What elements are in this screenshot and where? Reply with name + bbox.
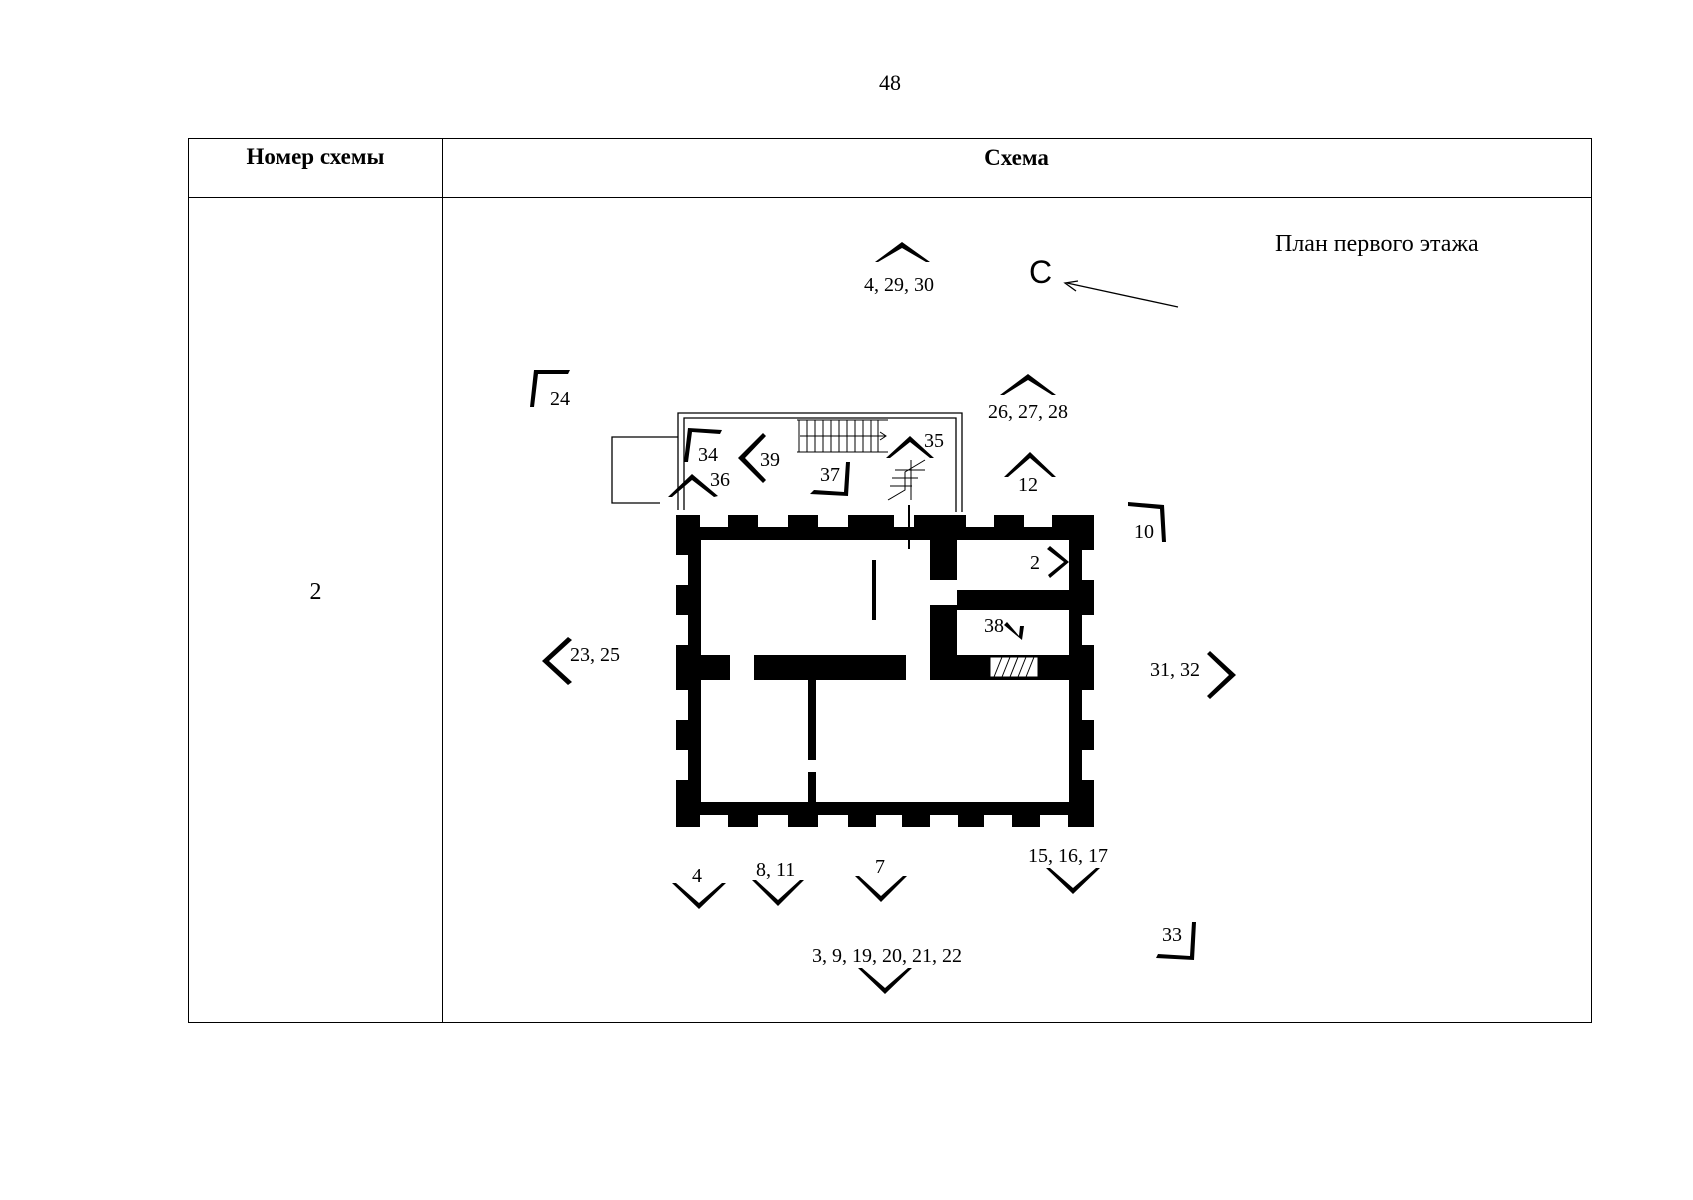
view-label-26-27-28: 26, 27, 28 (988, 401, 1068, 423)
scheme-table: Номер схемы Схема 2 План первого этажа (188, 138, 1592, 1023)
view-label-38: 38 (984, 615, 1004, 637)
view-label-36: 36 (710, 469, 730, 491)
view-label-12: 12 (1018, 474, 1038, 496)
view-corner-icon (684, 428, 722, 462)
table-column-divider (442, 139, 443, 1022)
view-arrow-right-icon (1047, 546, 1069, 578)
room-north-west (701, 540, 874, 655)
view-arrow-up-icon (875, 242, 930, 262)
plan-title: План первого этажа (1275, 231, 1479, 257)
view-arrow-up-icon (1004, 452, 1056, 477)
corridor (874, 540, 930, 655)
annex-outline (611, 412, 963, 512)
view-label-15-16-17: 15, 16, 17 (1028, 845, 1108, 867)
view-label-37: 37 (820, 464, 840, 486)
view-corner-icon (1128, 502, 1166, 542)
view-label-10: 10 (1134, 521, 1154, 543)
north-label: С (1029, 254, 1052, 290)
room-south-west (701, 680, 808, 802)
table-header-divider (189, 197, 1591, 198)
view-arrow-up-icon (668, 474, 718, 497)
view-label-4-29-30: 4, 29, 30 (864, 274, 934, 296)
view-arrow-down-icon (858, 968, 912, 994)
view-corner-icon (1156, 922, 1196, 960)
view-label-24: 24 (550, 388, 570, 410)
view-label-4-bottom: 4 (692, 865, 702, 887)
room-north-east-small (957, 540, 1069, 590)
view-label-31-32: 31, 32 (1150, 659, 1200, 681)
view-label-8-11: 8, 11 (756, 859, 795, 881)
view-label-35: 35 (924, 430, 944, 452)
view-label-7: 7 (875, 856, 885, 878)
view-corner-icon (1004, 622, 1024, 640)
north-arrowhead-icon (1063, 280, 1079, 292)
view-label-34: 34 (698, 444, 718, 466)
view-label-33: 33 (1162, 924, 1182, 946)
north-indicator: С (1029, 254, 1179, 308)
header-scheme: Схема (984, 145, 1049, 170)
row-scheme-number: 2 (309, 579, 322, 605)
view-corner-icon (810, 462, 850, 496)
view-arrow-right-icon (1207, 651, 1236, 699)
building-outline (676, 505, 1094, 827)
page-number: 48 (879, 70, 901, 95)
header-scheme-number: Номер схемы (246, 144, 385, 169)
view-arrow-left-icon (542, 637, 572, 685)
view-arrow-down-icon (855, 876, 907, 902)
view-arrow-up-icon (1000, 374, 1056, 395)
view-label-3-9-19-22: 3, 9, 19, 20, 21, 22 (812, 945, 962, 967)
view-label-2: 2 (1030, 552, 1040, 574)
view-markers: 4, 29, 30 24 26, 27, 28 34 39 35 36 37 1… (530, 242, 1236, 994)
view-arrow-up-icon (886, 436, 934, 458)
north-arrow-icon (1066, 282, 1179, 308)
view-arrow-down-icon (672, 883, 726, 909)
view-corner-icon (530, 370, 570, 407)
view-arrow-down-icon (1046, 868, 1100, 894)
view-label-39: 39 (760, 449, 780, 471)
view-arrow-left-icon (738, 433, 766, 483)
view-arrow-down-icon (752, 880, 804, 906)
room-south-main (816, 680, 1069, 802)
view-label-23-25: 23, 25 (570, 644, 620, 666)
staircase (797, 419, 926, 501)
